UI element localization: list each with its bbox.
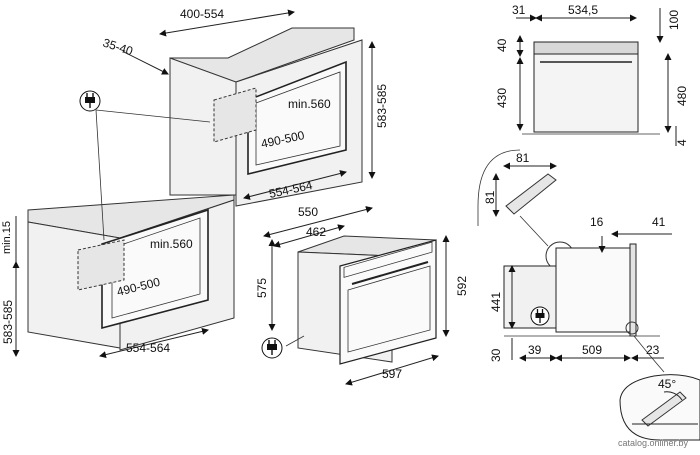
front-view	[522, 41, 660, 135]
dim-509: 509	[582, 343, 602, 357]
side-dimensions: 16 41 441 30 39 509 23	[489, 215, 672, 362]
dim-min560-upper: min.560	[288, 97, 331, 111]
dim-30: 30	[489, 348, 503, 362]
dim-550: 550	[298, 205, 318, 219]
dim-430: 430	[495, 88, 509, 108]
power-plug-icon	[85, 93, 95, 108]
angle-45: 45°	[658, 377, 676, 391]
dim-16: 16	[590, 215, 604, 229]
dim-554-564-lower: 554-564	[126, 341, 170, 355]
dim-462: 462	[306, 225, 326, 239]
dim-35-40: 35-40	[101, 36, 135, 59]
dim-592: 592	[455, 276, 469, 296]
dim-31: 31	[512, 3, 526, 17]
dim-441: 441	[489, 292, 503, 312]
front-dimensions: 31 534,5 100 40 430 480 4	[495, 3, 689, 146]
plug-reference-left	[79, 90, 211, 241]
dim-81-v: 81	[483, 190, 497, 204]
dim-41: 41	[652, 215, 666, 229]
dim-39: 39	[528, 343, 542, 357]
dim-min15: min.15	[1, 221, 13, 254]
dim-100: 100	[667, 10, 681, 30]
dim-597: 597	[382, 367, 402, 381]
dim-480: 480	[675, 86, 689, 106]
dim-40: 40	[495, 38, 509, 52]
upper-cabinet	[169, 27, 363, 207]
detail-45-degree: 45°	[619, 321, 700, 441]
dim-4: 4	[675, 139, 689, 146]
plug-reference-oven	[261, 337, 283, 359]
dim-575: 575	[255, 278, 269, 298]
dim-583-585-lower: 583-585	[1, 300, 15, 344]
side-view	[503, 243, 660, 337]
detail-corner: 81 81	[477, 149, 575, 271]
oven-dimensions: 550 462 575 592 597	[255, 205, 469, 386]
power-plug-icon	[535, 309, 545, 323]
dim-23: 23	[646, 343, 660, 357]
watermark: catalog.onliner.by	[618, 438, 689, 448]
dim-534-5: 534,5	[568, 3, 598, 17]
dim-583-585-upper: 583-585	[375, 84, 389, 128]
dim-81-h: 81	[516, 151, 530, 165]
dim-400-554: 400-554	[180, 7, 224, 21]
lower-cabinet	[27, 194, 235, 351]
power-plug-icon	[267, 340, 277, 355]
dim-min560-lower: min.560	[150, 237, 193, 251]
oven-3d	[297, 235, 437, 365]
plug-reference-side	[530, 306, 550, 326]
